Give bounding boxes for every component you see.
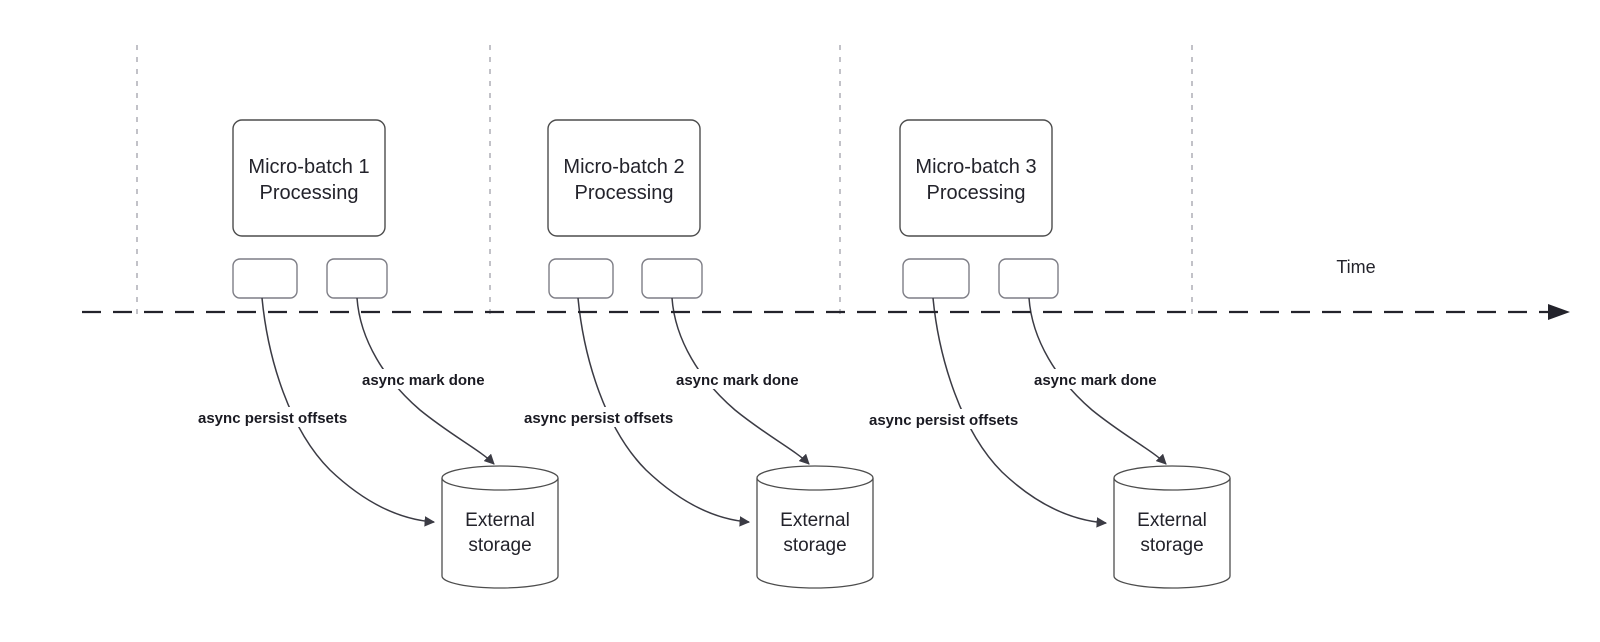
micro-batch-box-1[interactable] [232,119,386,237]
external-storage-1-label-line2: storage [468,535,531,556]
persist-offsets-label-3: async persist offsets [869,412,1018,429]
mark-done-curve-1 [356,297,495,465]
persist-offsets-curve-1 [261,297,436,527]
persist-offsets-label-2: async persist offsets [524,410,673,427]
external-storage-cylinder-1[interactable]: External storage [441,465,559,589]
task-box-markdone-1[interactable] [326,258,388,299]
tick-line-group [136,45,1193,318]
micro-batch-box-2[interactable] [547,119,701,237]
mark-done-label-2: async mark done [676,372,799,389]
mark-done-curve-2 [671,297,810,465]
external-storage-2-label-line1: External [780,510,850,531]
mark-done-label-bg-3 [1030,369,1172,389]
micro-batch-box-1-label-line1: Micro-batch 1 [248,156,369,178]
task-box-persist-2[interactable] [548,258,614,299]
micro-batch-group-2: Micro-batch 2 Processing async persist o… [520,119,874,589]
external-storage-1-label-line1: External [465,510,535,531]
timeline-arrowhead [1548,304,1570,320]
task-box-markdone-2[interactable] [641,258,703,299]
mark-done-label-bg-2 [672,369,814,389]
task-box-persist-3[interactable] [902,258,970,299]
external-storage-2-label-line2: storage [783,535,846,556]
mark-done-label-bg-1 [358,369,500,389]
micro-batch-group-3: Micro-batch 3 Processing async persist o… [865,119,1231,589]
external-storage-3-label-line2: storage [1140,535,1203,556]
external-storage-cylinder-3[interactable]: External storage [1113,465,1231,589]
persist-offsets-curve-2 [577,297,751,527]
micro-batch-box-3[interactable] [899,119,1053,237]
persist-offsets-curve-3 [932,297,1108,528]
mark-done-label-1: async mark done [362,372,485,389]
persist-offsets-label-bg-3 [865,409,1045,429]
persist-offsets-label-1: async persist offsets [198,410,347,427]
task-box-markdone-3[interactable] [998,258,1059,299]
mark-done-curve-3 [1028,297,1167,465]
micro-batch-box-3-label-line2: Processing [927,182,1026,204]
micro-batch-group-1: Micro-batch 1 Processing async persist o… [194,119,559,589]
time-axis-label: Time [1336,257,1375,277]
micro-batch-box-3-label-line1: Micro-batch 3 [915,156,1036,178]
mark-done-label-3: async mark done [1034,372,1157,389]
task-box-persist-1[interactable] [232,258,298,299]
persist-offsets-label-bg-2 [520,407,700,427]
micro-batch-box-1-label-line2: Processing [260,182,359,204]
persist-offsets-label-bg-1 [194,407,374,427]
timeline-axis: Time [82,257,1570,320]
external-storage-cylinder-2[interactable]: External storage [756,465,874,589]
external-storage-3-label-line1: External [1137,510,1207,531]
micro-batch-box-2-label-line2: Processing [575,182,674,204]
micro-batch-box-2-label-line1: Micro-batch 2 [563,156,684,178]
